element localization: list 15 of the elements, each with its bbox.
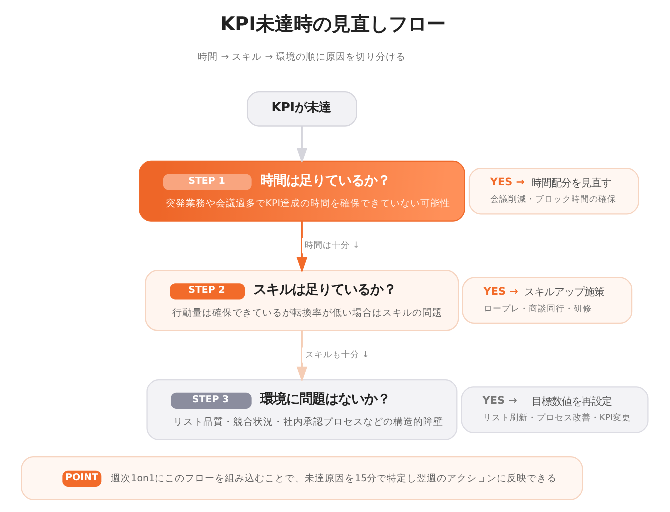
node-box: POINT 週次1on1にこのフローを組み込むことで、未達原因を15分で特定し翌週のアクションに反映できる	[21, 456, 584, 500]
diagram-title: KPI未達時の見直しフロー	[220, 13, 446, 36]
arrow	[296, 126, 308, 164]
node-box: YES → 時間配分を見直す 会議削減・ブロック時間の確保	[468, 168, 640, 215]
edge-label: スキルも十分 ↓	[306, 350, 370, 360]
edge-label: 時間は十分 ↓	[305, 241, 360, 252]
arrow	[296, 330, 308, 382]
node-box: STEP 1 時間は足りているか？ 突発業務や会議過多でKPI達成の時間を確保できていない可能性	[139, 160, 466, 222]
label: 時間 → スキル → 環境の順に原因を切り分ける	[198, 52, 406, 64]
arrow	[296, 221, 308, 273]
node-box: YES → スキルアップ施策 ロープレ・商談同行・研修	[462, 277, 633, 324]
node-box: KPIが未達	[246, 91, 358, 127]
node-box: STEP 3 環境に問題はないか？ リスト品質・競合状況・社内承認プロセスなどの構造的障壁	[146, 379, 458, 440]
node-box: STEP 2 スキルは足りているか？ 行動量は確保できているが転換率が低い場合はスキルの問題	[145, 270, 460, 332]
node-box: YES → 目標数値を再設定 リスト刷新・プロセス改善・KPI変更	[461, 386, 649, 434]
